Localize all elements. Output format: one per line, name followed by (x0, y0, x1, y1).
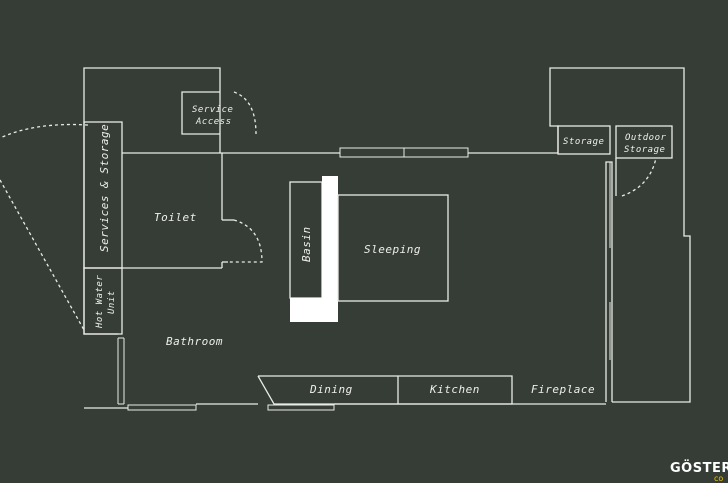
services-storage-unit (83, 121, 123, 335)
label-kitchen: Kitchen (429, 383, 480, 396)
window-rails (117, 147, 611, 411)
label-hot-water-unit-1: Hot Water (95, 275, 105, 329)
label-basin: Basin (300, 226, 313, 262)
kitchen-counter (257, 375, 513, 405)
label-bathroom: Bathroom (166, 335, 223, 348)
label-service-access-1: Service (192, 105, 233, 115)
watermark-suffix: co (714, 474, 723, 483)
outer-walls (83, 67, 691, 409)
basin-and-bed (289, 176, 449, 322)
label-dining: Dining (309, 383, 353, 396)
label-service-access-2: Access (195, 117, 232, 127)
label-hot-water-unit-2: Unit (107, 290, 117, 314)
label-sleeping: Sleeping (364, 243, 421, 256)
label-outdoor-storage-2: Storage (624, 145, 665, 155)
watermark-logo: GÖSTER (670, 460, 728, 476)
label-storage: Storage (563, 137, 604, 147)
toilet-walls (122, 152, 263, 269)
service-access-closet (181, 91, 257, 135)
label-fireplace: Fireplace (531, 383, 595, 396)
label-toilet: Toilet (154, 211, 197, 224)
label-services-storage: Services & Storage (98, 124, 111, 252)
label-outdoor-storage-1: Outdoor (625, 133, 667, 143)
outdoor-door-swing (0, 123, 89, 331)
storage-cupboards (557, 125, 673, 197)
